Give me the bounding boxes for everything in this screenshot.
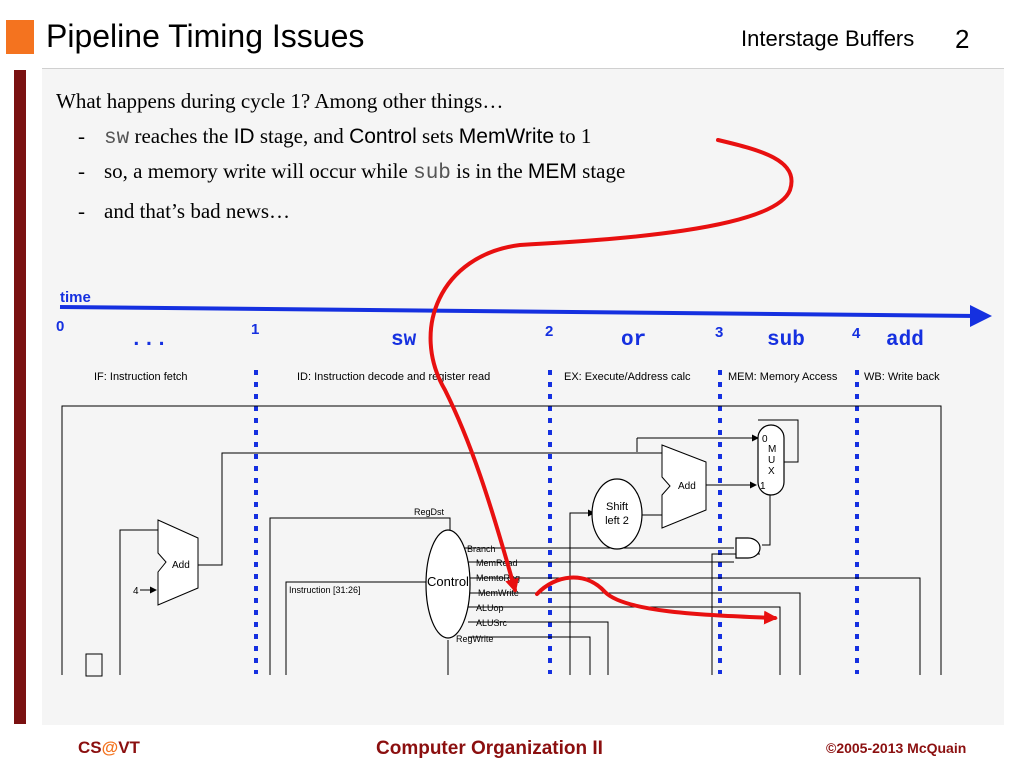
signal-memread: MemRead	[476, 558, 518, 568]
mux-x: X	[768, 466, 775, 477]
signal-memtoreg: MemtoReg	[476, 573, 520, 583]
red-arrow-to-mem	[535, 575, 778, 625]
add-right-label: Add	[678, 481, 696, 492]
timeline-arrow	[59, 305, 979, 318]
left-accent-bar	[14, 70, 26, 724]
stage-dividers	[254, 370, 859, 674]
shift-left-2	[591, 478, 643, 550]
footer-right: ©2005-2013 McQuain	[826, 740, 967, 756]
shift-label-1: Shift	[606, 501, 628, 513]
instr-sub: sub	[767, 329, 805, 352]
footer-left: CS@VT	[78, 738, 140, 757]
instr-or: or	[621, 329, 646, 352]
instr-dots: ...	[130, 329, 168, 352]
control-unit	[425, 529, 471, 639]
tick-3: 3	[715, 324, 723, 341]
tick-2: 2	[545, 323, 553, 340]
tick-4: 4	[852, 325, 861, 342]
add-left-label: Add	[172, 560, 190, 571]
page-title: Pipeline Timing Issues	[46, 18, 365, 54]
mux-0: 0	[762, 434, 768, 445]
control-label: Control	[427, 574, 469, 589]
stage-ex: EX: Execute/Address calc	[564, 371, 691, 383]
signal-regdst: RegDst	[414, 507, 445, 517]
add-alu-left	[157, 519, 199, 606]
footer-center: Computer Organization II	[376, 738, 603, 759]
add-alu-right	[661, 444, 707, 529]
bullet-1: -sw reaches the ID stage, and Control se…	[78, 124, 592, 150]
mux-u: U	[768, 455, 775, 466]
slide-content	[42, 68, 1004, 725]
timeline-arrowhead	[970, 305, 992, 327]
stage-mem: MEM: Memory Access	[728, 371, 838, 383]
instr-sw: sw	[391, 329, 417, 352]
intro-text: What happens during cycle 1? Among other…	[56, 89, 504, 113]
stage-if: IF: Instruction fetch	[94, 371, 188, 383]
stage-wb: WB: Write back	[864, 371, 940, 383]
mux-m: M	[768, 444, 776, 455]
signal-alusrc: ALUSrc	[476, 618, 508, 628]
page-number: 2	[955, 24, 970, 54]
stage-id: ID: Instruction decode and register read	[297, 371, 490, 383]
tick-1: 1	[251, 321, 259, 338]
instr-add: add	[886, 329, 924, 352]
signal-memwrite: MemWrite	[478, 588, 519, 598]
signal-regwrite: RegWrite	[456, 634, 493, 644]
mux-1: 1	[760, 481, 766, 492]
and-gate	[735, 537, 761, 559]
instruction-bits-label: Instruction [31:26]	[289, 585, 361, 595]
mux	[757, 424, 785, 496]
bullet-3: -and that’s bad news…	[78, 199, 291, 223]
signal-branch: Branch	[467, 544, 496, 554]
tick-0: 0	[56, 318, 64, 335]
shift-label-2: left 2	[605, 515, 629, 527]
datapath-wires	[61, 405, 942, 677]
section-title: Interstage Buffers	[741, 26, 915, 51]
red-arrow-to-memwrite	[428, 138, 794, 593]
accent-square	[6, 20, 34, 54]
time-label: time	[60, 289, 91, 306]
bullet-2: -so, a memory write will occur while sub…	[78, 159, 626, 185]
signal-aluop: ALUop	[476, 603, 504, 613]
four-label: 4	[133, 586, 139, 597]
